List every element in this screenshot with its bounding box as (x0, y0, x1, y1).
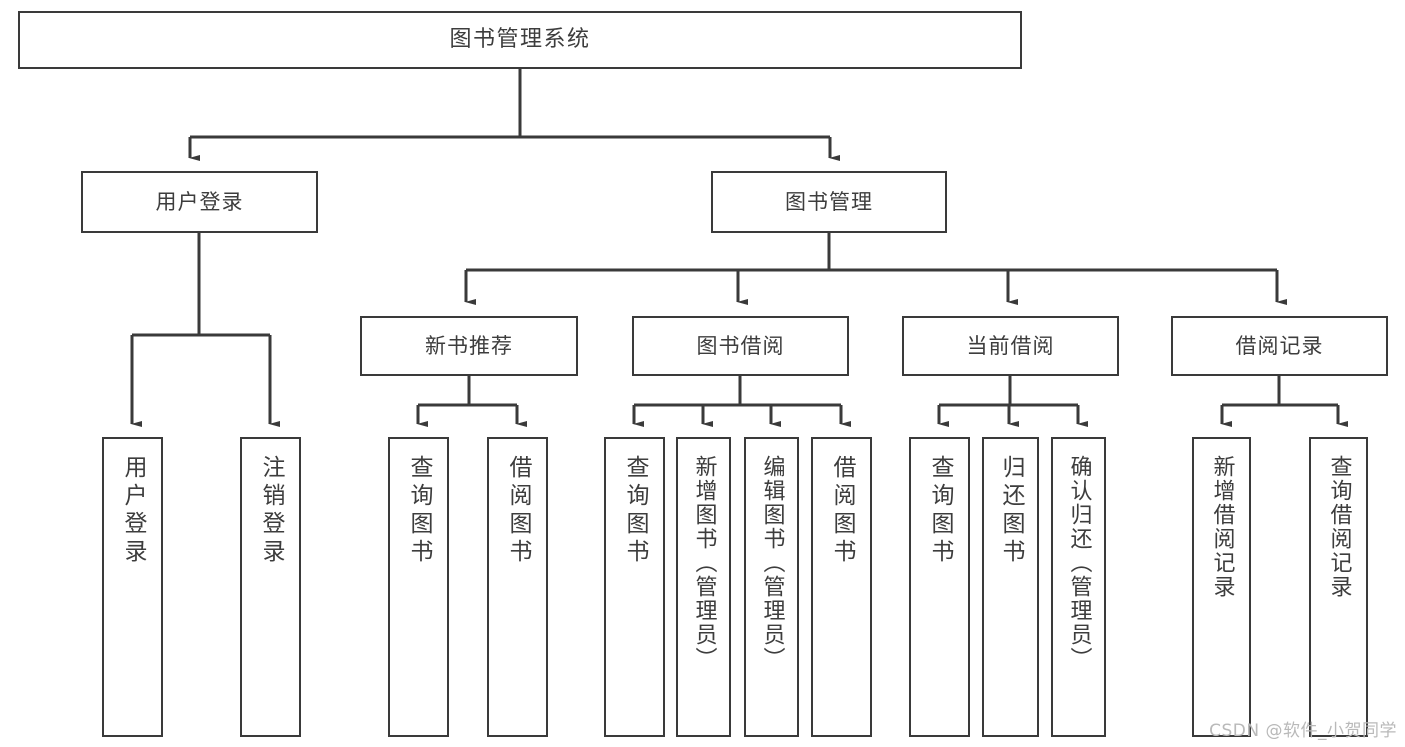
leaf-borrow-book-1-label: 借阅图书 (505, 455, 531, 567)
leaf-query-book-1-label: 查询图书 (406, 455, 432, 567)
leaf-confirm-return-label: 确认归还（管理员） (1066, 455, 1092, 671)
node-root-label: 图书管理系统 (449, 27, 591, 53)
leaf-logout-login[interactable]: 注销登录 (240, 437, 301, 737)
leaf-user-login[interactable]: 用户登录 (102, 437, 163, 737)
node-book-manage-label: 图书管理 (785, 189, 873, 214)
node-new-book-recommend-label: 新书推荐 (425, 333, 513, 358)
leaf-logout-login-label: 注销登录 (258, 455, 284, 567)
node-root[interactable]: 图书管理系统 (18, 11, 1022, 69)
node-user-login[interactable]: 用户登录 (81, 171, 318, 233)
node-new-book-recommend[interactable]: 新书推荐 (360, 316, 578, 376)
leaf-query-book-2[interactable]: 查询图书 (604, 437, 665, 737)
leaf-add-book[interactable]: 新增图书（管理员） (676, 437, 731, 737)
leaf-borrow-book-2-label: 借阅图书 (829, 455, 855, 567)
leaf-query-record-label: 查询借阅记录 (1326, 455, 1352, 599)
node-book-borrow-label: 图书借阅 (696, 333, 785, 358)
leaf-confirm-return[interactable]: 确认归还（管理员） (1051, 437, 1106, 737)
leaf-borrow-book-1[interactable]: 借阅图书 (487, 437, 548, 737)
node-borrow-record-label: 借阅记录 (1235, 333, 1324, 358)
leaf-add-book-label: 新增图书（管理员） (691, 455, 717, 671)
node-book-manage[interactable]: 图书管理 (711, 171, 947, 233)
leaf-add-record[interactable]: 新增借阅记录 (1192, 437, 1251, 737)
leaf-query-book-1[interactable]: 查询图书 (388, 437, 449, 737)
node-borrow-record[interactable]: 借阅记录 (1171, 316, 1388, 376)
leaf-add-record-label: 新增借阅记录 (1209, 455, 1235, 599)
node-current-borrow-label: 当前借阅 (966, 333, 1055, 358)
leaf-query-book-3[interactable]: 查询图书 (909, 437, 970, 737)
leaf-query-book-2-label: 查询图书 (622, 455, 648, 567)
node-user-login-label: 用户登录 (155, 189, 244, 214)
leaf-query-book-3-label: 查询图书 (927, 455, 953, 567)
leaf-user-login-label: 用户登录 (120, 455, 146, 567)
leaf-return-book-label: 归还图书 (998, 455, 1024, 567)
leaf-edit-book-label: 编辑图书（管理员） (759, 455, 785, 671)
leaf-borrow-book-2[interactable]: 借阅图书 (811, 437, 872, 737)
leaf-return-book[interactable]: 归还图书 (982, 437, 1039, 737)
node-current-borrow[interactable]: 当前借阅 (902, 316, 1119, 376)
node-book-borrow[interactable]: 图书借阅 (632, 316, 849, 376)
csdn-watermark: CSDN @软件_小贺同学 (1209, 721, 1397, 741)
leaf-edit-book[interactable]: 编辑图书（管理员） (744, 437, 799, 737)
leaf-query-record[interactable]: 查询借阅记录 (1309, 437, 1368, 737)
